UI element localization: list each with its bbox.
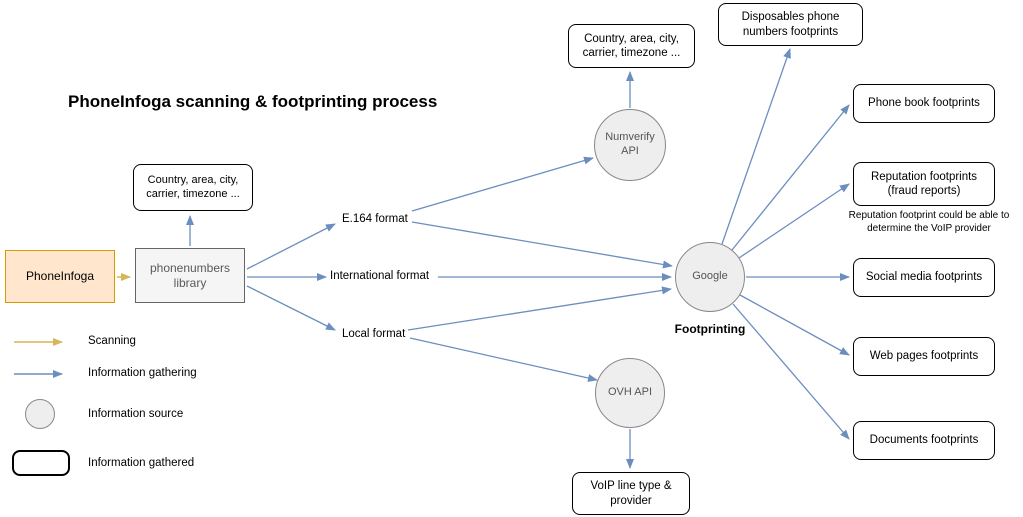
node-phonenumbers-library-label: phonenumbers library xyxy=(149,260,231,290)
label-e164-format: E.164 format xyxy=(342,213,408,225)
node-phone-book-footprints: Phone book footprints xyxy=(853,84,995,123)
legend-gathered-label: Information gathered xyxy=(88,457,195,469)
node-voip-line-label: VoIP line type & provider xyxy=(590,480,672,507)
node-ovh-api: OVH API xyxy=(595,358,665,428)
diagram-title: PhoneInfoga scanning & footprinting proc… xyxy=(68,92,438,111)
node-phoneinfoga-label: PhoneInfoga xyxy=(25,269,95,283)
node-social-media-footprints-label: Social media footprints xyxy=(865,271,983,284)
node-disposables-footprints: Disposables phone numbers footprints xyxy=(718,3,863,46)
note-reputation-footprint: Reputation footprint could be able to de… xyxy=(848,210,1010,234)
node-voip-line: VoIP line type & provider xyxy=(572,472,690,515)
node-ovh-api-label: OVH API xyxy=(607,386,653,399)
legend-scanning-label: Scanning xyxy=(88,335,136,347)
node-google-label: Google xyxy=(692,270,728,283)
node-web-pages-footprints-label: Web pages footprints xyxy=(869,350,979,363)
legend-gathered-box xyxy=(12,450,70,476)
node-phone-book-footprints-label: Phone book footprints xyxy=(868,97,980,110)
node-country-box-left-label: Country, area, city, carrier, timezone .… xyxy=(146,173,240,200)
node-country-box-left: Country, area, city, carrier, timezone .… xyxy=(133,164,253,211)
node-google: Google xyxy=(675,242,745,312)
label-local-format: Local format xyxy=(342,328,406,340)
node-reputation-footprints: Reputation footprints (fraud reports) xyxy=(853,162,995,206)
node-documents-footprints-label: Documents footprints xyxy=(869,434,979,447)
node-numverify-api-label: Numverify API xyxy=(605,131,655,157)
node-numverify-api: Numverify API xyxy=(594,109,666,181)
node-web-pages-footprints: Web pages footprints xyxy=(853,337,995,376)
node-country-box-top-label: Country, area, city, carrier, timezone .… xyxy=(582,32,681,59)
legend-gathering-label: Information gathering xyxy=(88,367,197,379)
node-social-media-footprints: Social media footprints xyxy=(853,258,995,297)
node-disposables-footprints-label: Disposables phone numbers footprints xyxy=(741,11,840,38)
node-phonenumbers-library: phonenumbers library xyxy=(135,248,245,303)
node-country-box-top: Country, area, city, carrier, timezone .… xyxy=(568,24,695,68)
label-footprinting: Footprinting xyxy=(674,322,746,336)
legend-source-label: Information source xyxy=(88,408,184,420)
node-phoneinfoga: PhoneInfoga xyxy=(5,250,115,303)
legend-source-circle xyxy=(25,399,55,429)
label-international-format: International format xyxy=(330,270,430,282)
node-documents-footprints: Documents footprints xyxy=(853,421,995,460)
node-reputation-footprints-label: Reputation footprints (fraud reports) xyxy=(870,170,978,197)
